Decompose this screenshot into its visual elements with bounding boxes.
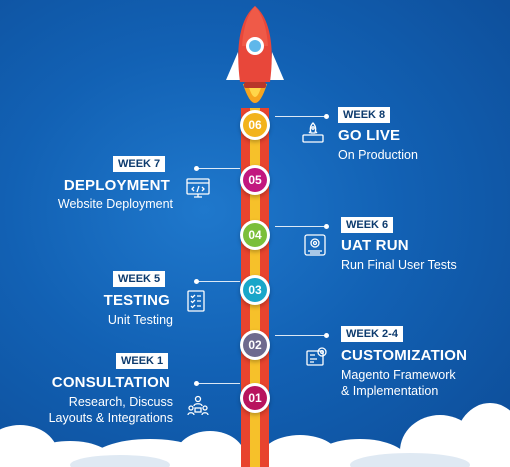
step-circle-04: 04 [240, 220, 270, 250]
step-subtitle: Magento Framework [341, 368, 456, 382]
step-number: 02 [243, 333, 267, 357]
step-circle-06: 06 [240, 110, 270, 140]
meeting-people-icon [186, 394, 210, 423]
connector-dot [194, 279, 199, 284]
connector-dot [324, 114, 329, 119]
step-subtitle: Unit Testing [107, 313, 173, 327]
week-tag: WEEK 2-4 [341, 326, 403, 342]
checklist-icon [186, 289, 206, 318]
step-number: 03 [243, 278, 267, 302]
rocket-launch-icon [302, 121, 324, 148]
step-subtitle: Layouts & Integrations [48, 411, 173, 425]
connector-dot [194, 166, 199, 171]
connector-line [196, 383, 240, 384]
connector-line [275, 335, 327, 336]
gear-test-icon [303, 233, 327, 262]
connector-line [275, 226, 327, 227]
step-circle-03: 03 [240, 275, 270, 305]
step-title: UAT RUN [341, 237, 409, 254]
connector-dot [324, 333, 329, 338]
step-circle-05: 05 [240, 165, 270, 195]
step-subtitle: Run Final User Tests [341, 258, 457, 272]
week-tag: WEEK 5 [113, 271, 166, 287]
rocket-icon [226, 6, 284, 103]
step-title: CUSTOMIZATION [341, 347, 468, 364]
step-subtitle: On Production [338, 148, 418, 162]
step-circle-02: 02 [240, 330, 270, 360]
connector-dot [194, 381, 199, 386]
step-number: 05 [243, 168, 267, 192]
connector-line [275, 116, 327, 117]
week-tag: WEEK 7 [113, 156, 166, 172]
step-title: TESTING [103, 292, 170, 309]
browser-code-icon [186, 177, 210, 204]
step-number: 04 [243, 223, 267, 247]
circuit-gear-icon [305, 345, 329, 374]
step-number: 01 [243, 386, 267, 410]
step-number: 06 [243, 113, 267, 137]
connector-line [196, 281, 240, 282]
week-tag: WEEK 1 [116, 353, 169, 369]
step-title: GO LIVE [338, 127, 401, 144]
step-title: CONSULTATION [51, 374, 170, 391]
connector-line [196, 168, 240, 169]
step-title: DEPLOYMENT [63, 177, 170, 194]
step-subtitle: & Implementation [341, 384, 439, 398]
connector-dot [324, 224, 329, 229]
clouds-decoration [0, 403, 510, 467]
step-subtitle: Research, Discuss [68, 395, 173, 409]
step-circle-01: 01 [240, 383, 270, 413]
step-subtitle: Website Deployment [57, 197, 173, 211]
week-tag: WEEK 6 [341, 217, 394, 233]
week-tag: WEEK 8 [338, 107, 391, 123]
